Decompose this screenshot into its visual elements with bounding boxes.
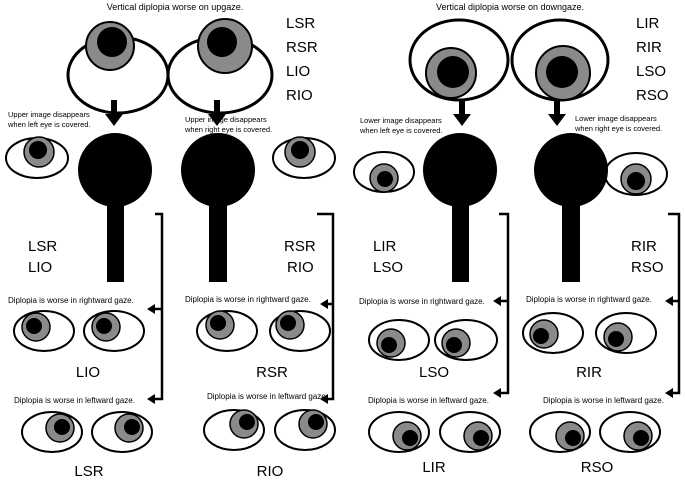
muscle-label: RIO <box>286 87 313 104</box>
gaze-eye <box>368 319 430 361</box>
primary-eye-right <box>166 18 274 115</box>
gaze-label: Diplopia is worse in leftward gaze. <box>543 396 664 405</box>
gaze-eye <box>13 310 75 352</box>
gaze-eye <box>368 411 430 453</box>
upgaze-heading: Vertical diplopia worse on upgaze. <box>107 2 244 12</box>
muscle-label: LSR <box>286 15 315 32</box>
downgaze-heading: Vertical diplopia worse on downgaze. <box>436 2 584 12</box>
gaze-eye <box>196 310 258 352</box>
down-arrow <box>208 100 226 126</box>
muscle-group-label: RSO <box>631 259 664 276</box>
muscle-group-label: LIO <box>28 259 52 276</box>
gaze-label: Diplopia is worse in rightward gaze. <box>8 296 134 305</box>
occluder-paddle <box>534 133 608 282</box>
gaze-eye <box>439 411 501 453</box>
gaze-eye <box>83 310 145 352</box>
result-label: LSO <box>419 364 449 381</box>
gaze-eye <box>599 411 661 453</box>
gaze-label: Diplopia is worse in rightward gaze. <box>185 295 311 304</box>
small-eye <box>353 151 415 193</box>
gaze-label: Diplopia is worse in leftward gaze. <box>14 396 135 405</box>
muscle-label: RIR <box>636 39 662 56</box>
muscle-group-label: LIR <box>373 238 397 255</box>
result-label: LSR <box>74 463 103 480</box>
gaze-eye <box>21 411 83 453</box>
muscle-group-label: RIR <box>631 238 657 255</box>
cover-note: when right eye is covered. <box>574 124 662 133</box>
down-arrow <box>548 100 566 126</box>
arrow-head <box>320 394 328 404</box>
muscle-label: RSO <box>636 87 669 104</box>
arrow-head <box>665 388 673 398</box>
gaze-label: Diplopia is worse in rightward gaze. <box>526 295 652 304</box>
arrow-head <box>665 296 673 306</box>
cover-note: Upper image disappears <box>185 115 267 124</box>
result-label: RIR <box>576 364 602 381</box>
arrow-head <box>493 388 501 398</box>
result-label: RSR <box>256 364 288 381</box>
cover-note: Lower image disappears <box>575 114 657 123</box>
down-arrow <box>453 100 471 126</box>
muscle-label: LSO <box>636 63 666 80</box>
result-label: RSO <box>581 459 614 476</box>
result-label: RIO <box>257 463 284 480</box>
muscle-label: RSR <box>286 39 318 56</box>
muscle-group-label: RIO <box>287 259 314 276</box>
gaze-eye <box>595 312 657 354</box>
muscle-label: LIR <box>636 15 660 32</box>
occluder-paddle <box>181 133 255 282</box>
primary-eye-left <box>408 18 510 102</box>
primary-eye-left <box>66 21 170 115</box>
occluder-paddle <box>78 133 152 282</box>
upgaze-panel: Vertical diplopia worse on upgaze. LSR R… <box>5 2 336 480</box>
primary-eye-right <box>510 18 610 102</box>
gaze-label: Diplopia is worse in rightward gaze. <box>359 297 485 306</box>
gaze-eye <box>529 411 591 453</box>
small-eye <box>604 152 668 196</box>
occluder-paddle <box>423 133 497 282</box>
muscle-group-label: LSR <box>28 238 57 255</box>
gaze-eye <box>91 411 153 453</box>
arrow-head <box>147 304 155 314</box>
cover-note: Upper image disappears <box>8 110 90 119</box>
downgaze-panel: Vertical diplopia worse on downgaze. LIR… <box>353 2 681 476</box>
gaze-eye <box>203 409 265 451</box>
gaze-label: Diplopia is worse in leftward gaze. <box>207 392 328 401</box>
result-label: LIO <box>76 364 100 381</box>
cover-note: when right eye is covered. <box>184 125 272 134</box>
gaze-eye <box>522 312 584 354</box>
gaze-eye <box>274 409 336 451</box>
arrow-head <box>320 299 328 309</box>
arrow-head <box>493 296 501 306</box>
cover-note: Lower image disappears <box>360 116 442 125</box>
gaze-label: Diplopia is worse in leftward gaze. <box>368 396 489 405</box>
gaze-eye <box>434 319 498 361</box>
gaze-eye <box>269 310 331 352</box>
muscle-group-label: RSR <box>284 238 316 255</box>
cover-note: when left eye is covered. <box>7 120 91 129</box>
cover-note: when left eye is covered. <box>359 126 443 135</box>
muscle-label: LIO <box>286 63 310 80</box>
result-label: LIR <box>422 459 446 476</box>
small-eye <box>5 136 69 179</box>
small-eye <box>272 136 336 179</box>
muscle-group-label: LSO <box>373 259 403 276</box>
arrow-head <box>147 394 155 404</box>
down-arrow <box>105 100 123 126</box>
